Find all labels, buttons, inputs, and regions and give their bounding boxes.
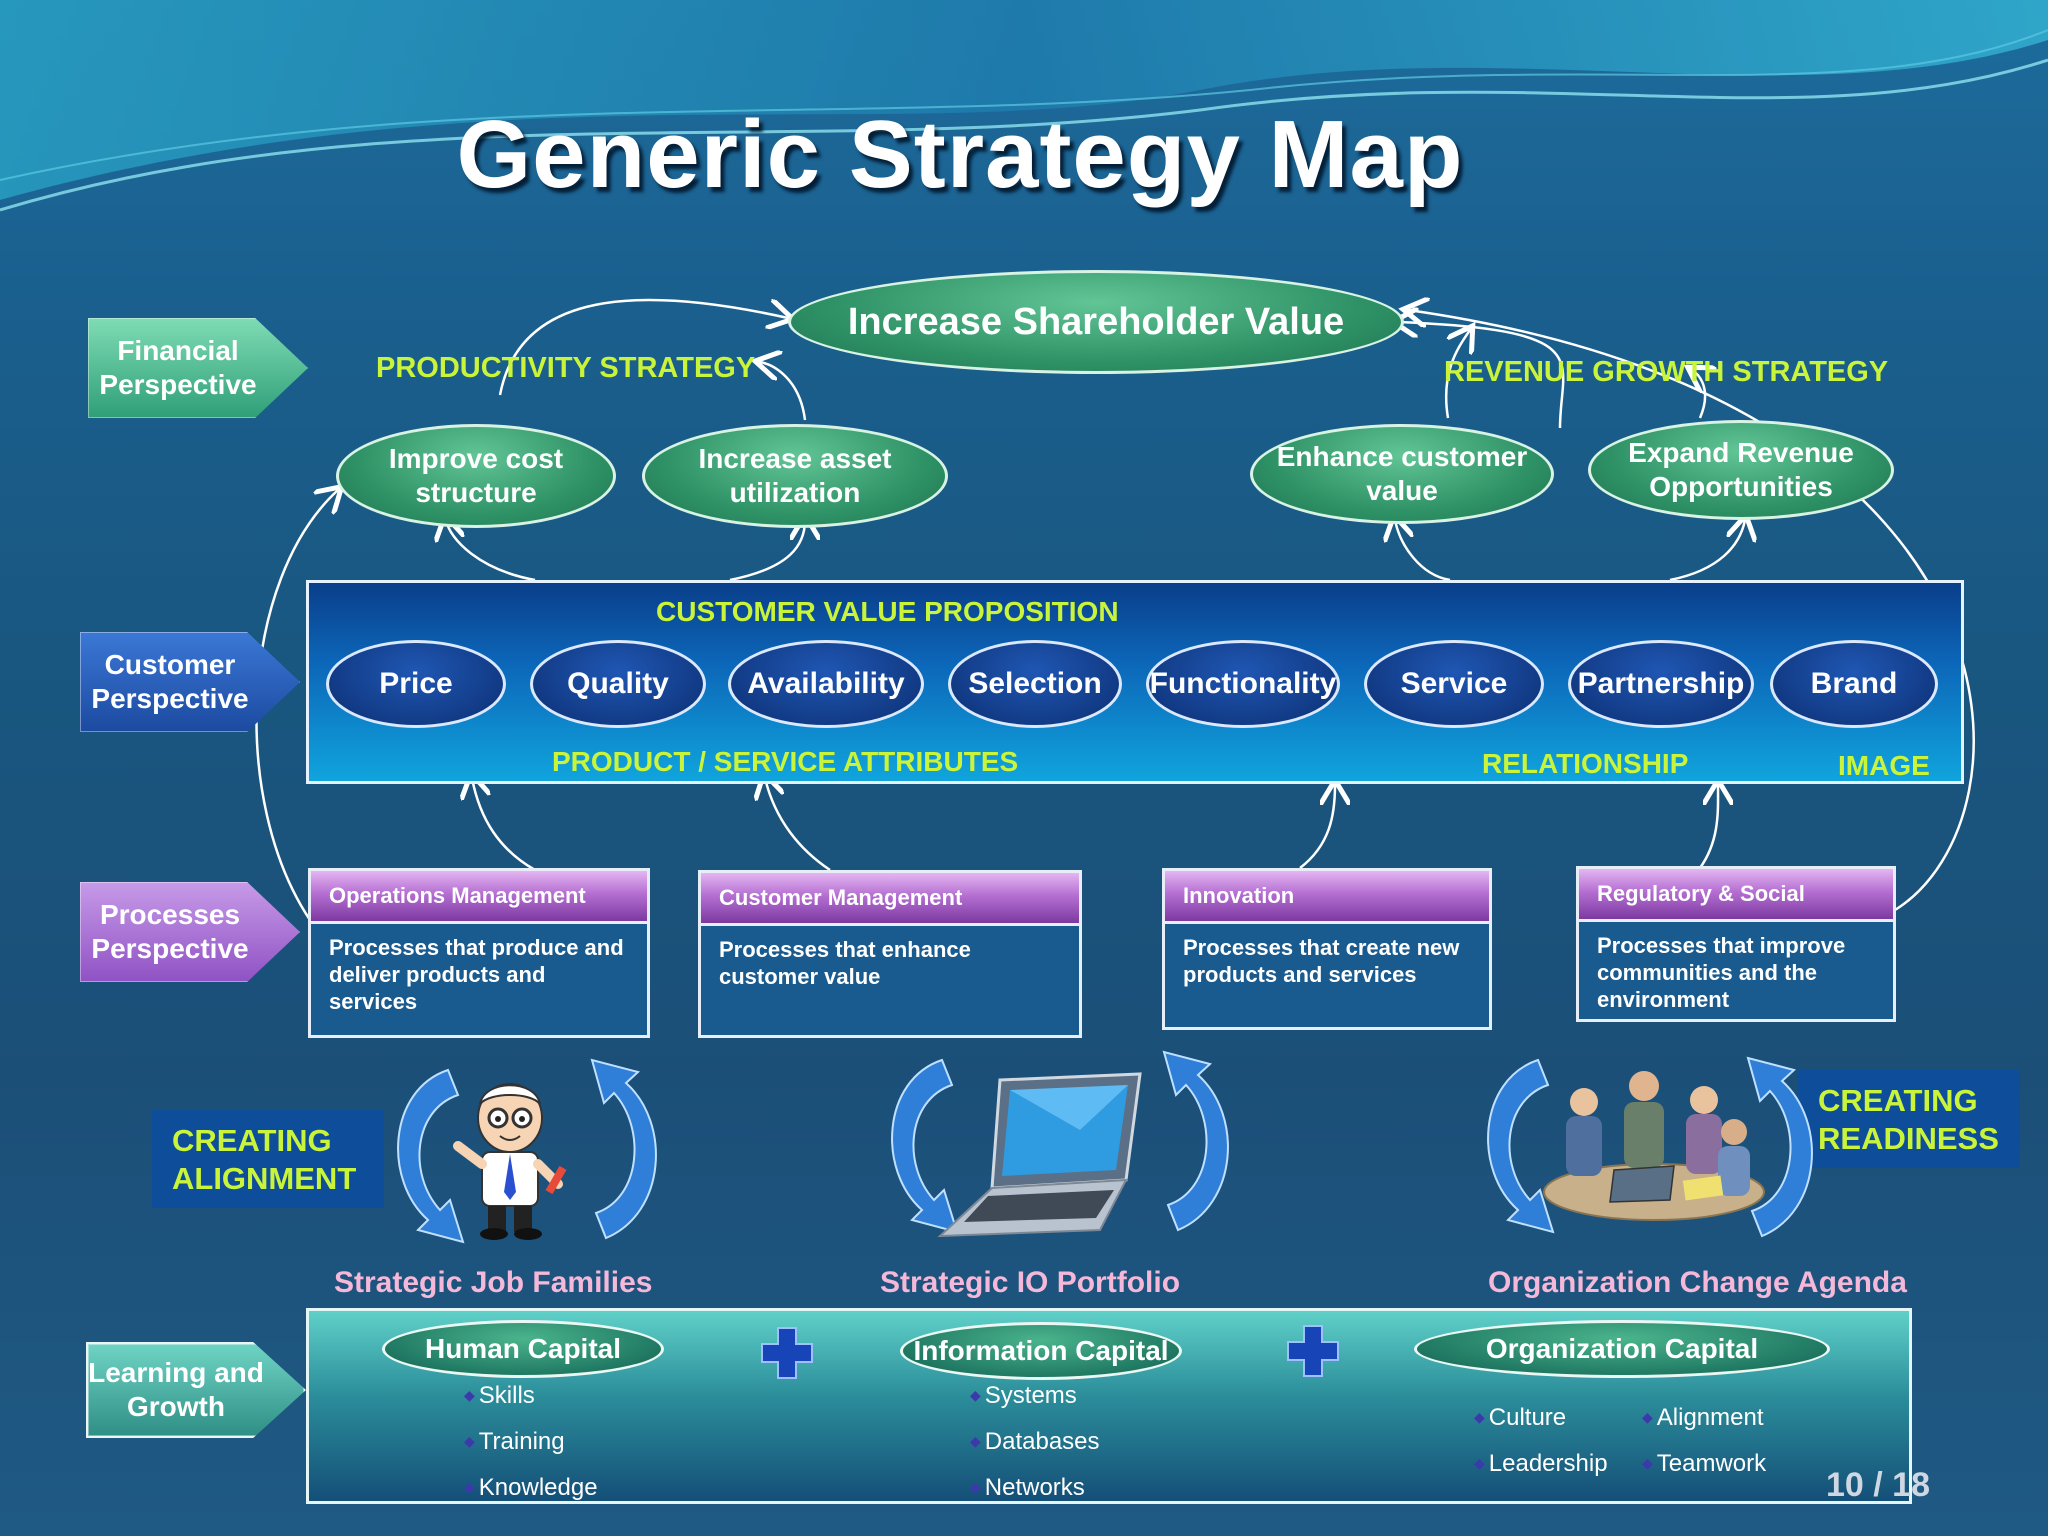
attribute-availability: Availability	[728, 640, 924, 728]
organization-capital-oval: Organization Capital	[1414, 1320, 1830, 1378]
list-item: Culture	[1474, 1404, 1566, 1432]
cycle-arrow-icon	[397, 1068, 465, 1244]
attribute-service: Service	[1364, 640, 1544, 728]
process-text: Processes that improve communities and t…	[1597, 933, 1846, 1012]
human-capital-oval: Human Capital	[382, 1320, 664, 1378]
process-innovation: Innovation Processes that create new pro…	[1162, 868, 1492, 1030]
cycle-arrow-icon	[590, 1058, 657, 1240]
list-item: Teamwork	[1642, 1450, 1766, 1478]
relationship-label: RELATIONSHIP	[1482, 748, 1689, 779]
revenue-strategy-label: REVENUE GROWTH STRATEGY	[1444, 356, 1889, 388]
objective-improve-cost: Improve cost structure	[336, 424, 616, 528]
list-item: Knowledge	[464, 1474, 598, 1502]
creating-readiness-label: CREATING READINESS	[1798, 1070, 2020, 1168]
image-label: IMAGE	[1838, 750, 1930, 781]
process-text: Processes that enhance customer value	[719, 937, 971, 989]
process-text: Processes that create new products and s…	[1183, 935, 1460, 987]
process-title: Operations Management	[311, 871, 647, 924]
header-wave	[0, 0, 2048, 212]
learning-growth-tag: Learning and Growth	[86, 1342, 306, 1438]
product-attributes-label: PRODUCT / SERVICE ATTRIBUTES	[552, 746, 1019, 777]
attribute-functionality: Functionality	[1146, 640, 1340, 728]
productivity-strategy-label: PRODUCTIVITY STRATEGY	[376, 352, 756, 384]
plus-icon	[761, 1327, 813, 1379]
processes-perspective-tag: Processes Perspective	[80, 882, 300, 982]
plus-icon	[1287, 1325, 1339, 1377]
list-item: Databases	[970, 1428, 1100, 1456]
process-operations: Operations Management Processes that pro…	[308, 868, 650, 1038]
attribute-partnership: Partnership	[1568, 640, 1754, 728]
list-item: Networks	[970, 1474, 1085, 1502]
attribute-quality: Quality	[530, 640, 706, 728]
list-item: Training	[464, 1428, 565, 1456]
team-meeting-image	[1543, 1071, 1765, 1221]
information-capital-oval: Information Capital	[900, 1322, 1182, 1380]
customer-perspective-tag: Customer Perspective	[80, 632, 300, 732]
job-families-title: Strategic Job Families	[334, 1266, 653, 1299]
attribute-brand: Brand	[1770, 640, 1938, 728]
objective-expand-revenue: Expand Revenue Opportunities	[1588, 420, 1894, 520]
list-item: Alignment	[1642, 1404, 1764, 1432]
cycle-arrow-icon	[1162, 1050, 1229, 1232]
shareholder-value-oval: Increase Shareholder Value	[788, 270, 1404, 374]
financial-perspective-tag: Financial Perspective	[88, 318, 308, 418]
objective-asset-utilization: Increase asset utilization	[642, 424, 948, 528]
cycle-arrow-icon	[1746, 1056, 1813, 1238]
list-item: Skills	[464, 1382, 535, 1410]
page-title: Generic Strategy Map	[456, 101, 1464, 208]
process-customer-management: Customer Management Processes that enhan…	[698, 870, 1082, 1038]
change-agenda-title: Organization Change Agenda	[1488, 1266, 1907, 1299]
process-regulatory-social: Regulatory & Social Processes that impro…	[1576, 866, 1896, 1022]
cycle-arrow-icon	[1487, 1058, 1555, 1234]
process-title: Customer Management	[701, 873, 1079, 926]
cycle-arrow-icon	[891, 1058, 959, 1234]
objective-customer-value: Enhance customer value	[1250, 424, 1554, 524]
io-portfolio-title: Strategic IO Portfolio	[880, 1266, 1181, 1299]
cartoon-person-image	[453, 1083, 567, 1240]
list-item: Leadership	[1474, 1450, 1608, 1478]
process-title: Innovation	[1165, 871, 1489, 924]
process-text: Processes that produce and deliver produ…	[329, 935, 624, 1014]
customer-value-header: CUSTOMER VALUE PROPOSITION	[656, 596, 1119, 627]
process-title: Regulatory & Social	[1579, 869, 1893, 922]
creating-alignment-label: CREATING ALIGNMENT	[152, 1110, 384, 1208]
attribute-selection: Selection	[948, 640, 1122, 728]
attribute-price: Price	[326, 640, 506, 728]
laptop-image	[937, 1072, 1142, 1238]
page-number: 10 / 18	[1826, 1466, 1930, 1504]
list-item: Systems	[970, 1382, 1077, 1410]
